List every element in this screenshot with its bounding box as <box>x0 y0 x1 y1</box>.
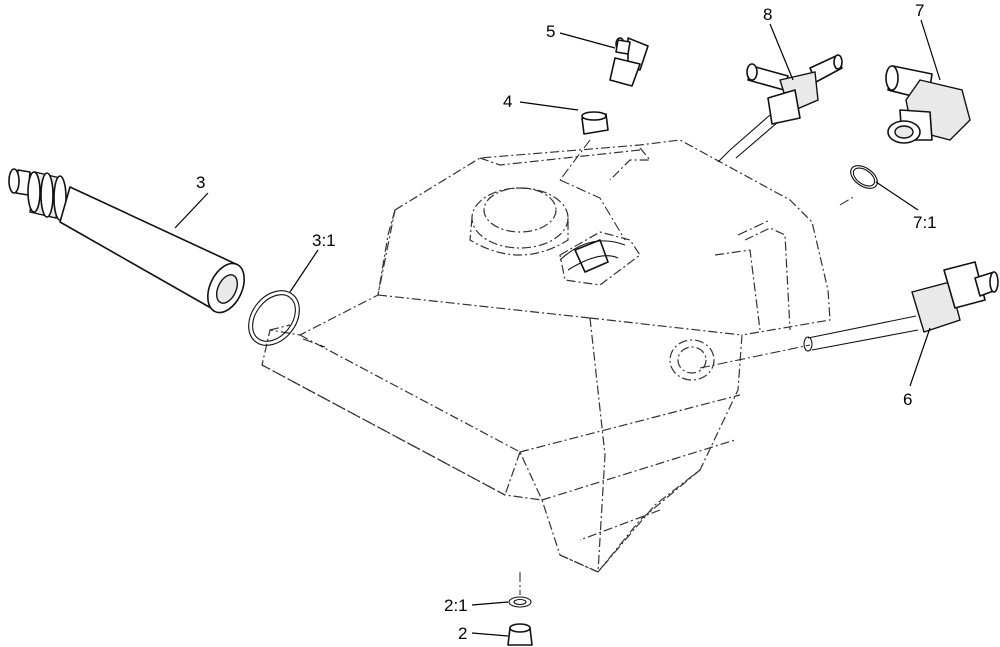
callout-7-1: 7:1 <box>913 213 937 232</box>
leader-lines <box>174 19 941 637</box>
part-6-pickup-fitting <box>803 261 999 352</box>
callout-7: 7 <box>915 1 924 20</box>
callout-2: 2 <box>458 624 467 643</box>
part-8-tee-fitting <box>717 54 843 163</box>
callout-8: 8 <box>763 5 772 24</box>
part-4-grommet <box>581 111 609 135</box>
callout-3: 3 <box>196 173 205 192</box>
callout-3-1: 3:1 <box>312 231 336 250</box>
callout-5: 5 <box>546 22 555 41</box>
installed-tank-fitting <box>559 239 626 273</box>
part-3-tube <box>8 168 245 314</box>
part-3-1-o-ring <box>248 290 300 346</box>
part-2-1-washer <box>508 596 532 608</box>
part-5-elbow-fitting <box>609 37 649 87</box>
callout-6: 6 <box>903 390 912 409</box>
part-7-elbow-fitting <box>885 65 971 144</box>
part-7-1-o-ring <box>850 165 878 189</box>
callout-4: 4 <box>503 92 512 111</box>
part-2-plug <box>507 623 533 646</box>
assembly-axes <box>302 139 856 595</box>
fuel-tank-outline <box>261 139 831 573</box>
callout-2-1: 2:1 <box>444 596 468 615</box>
